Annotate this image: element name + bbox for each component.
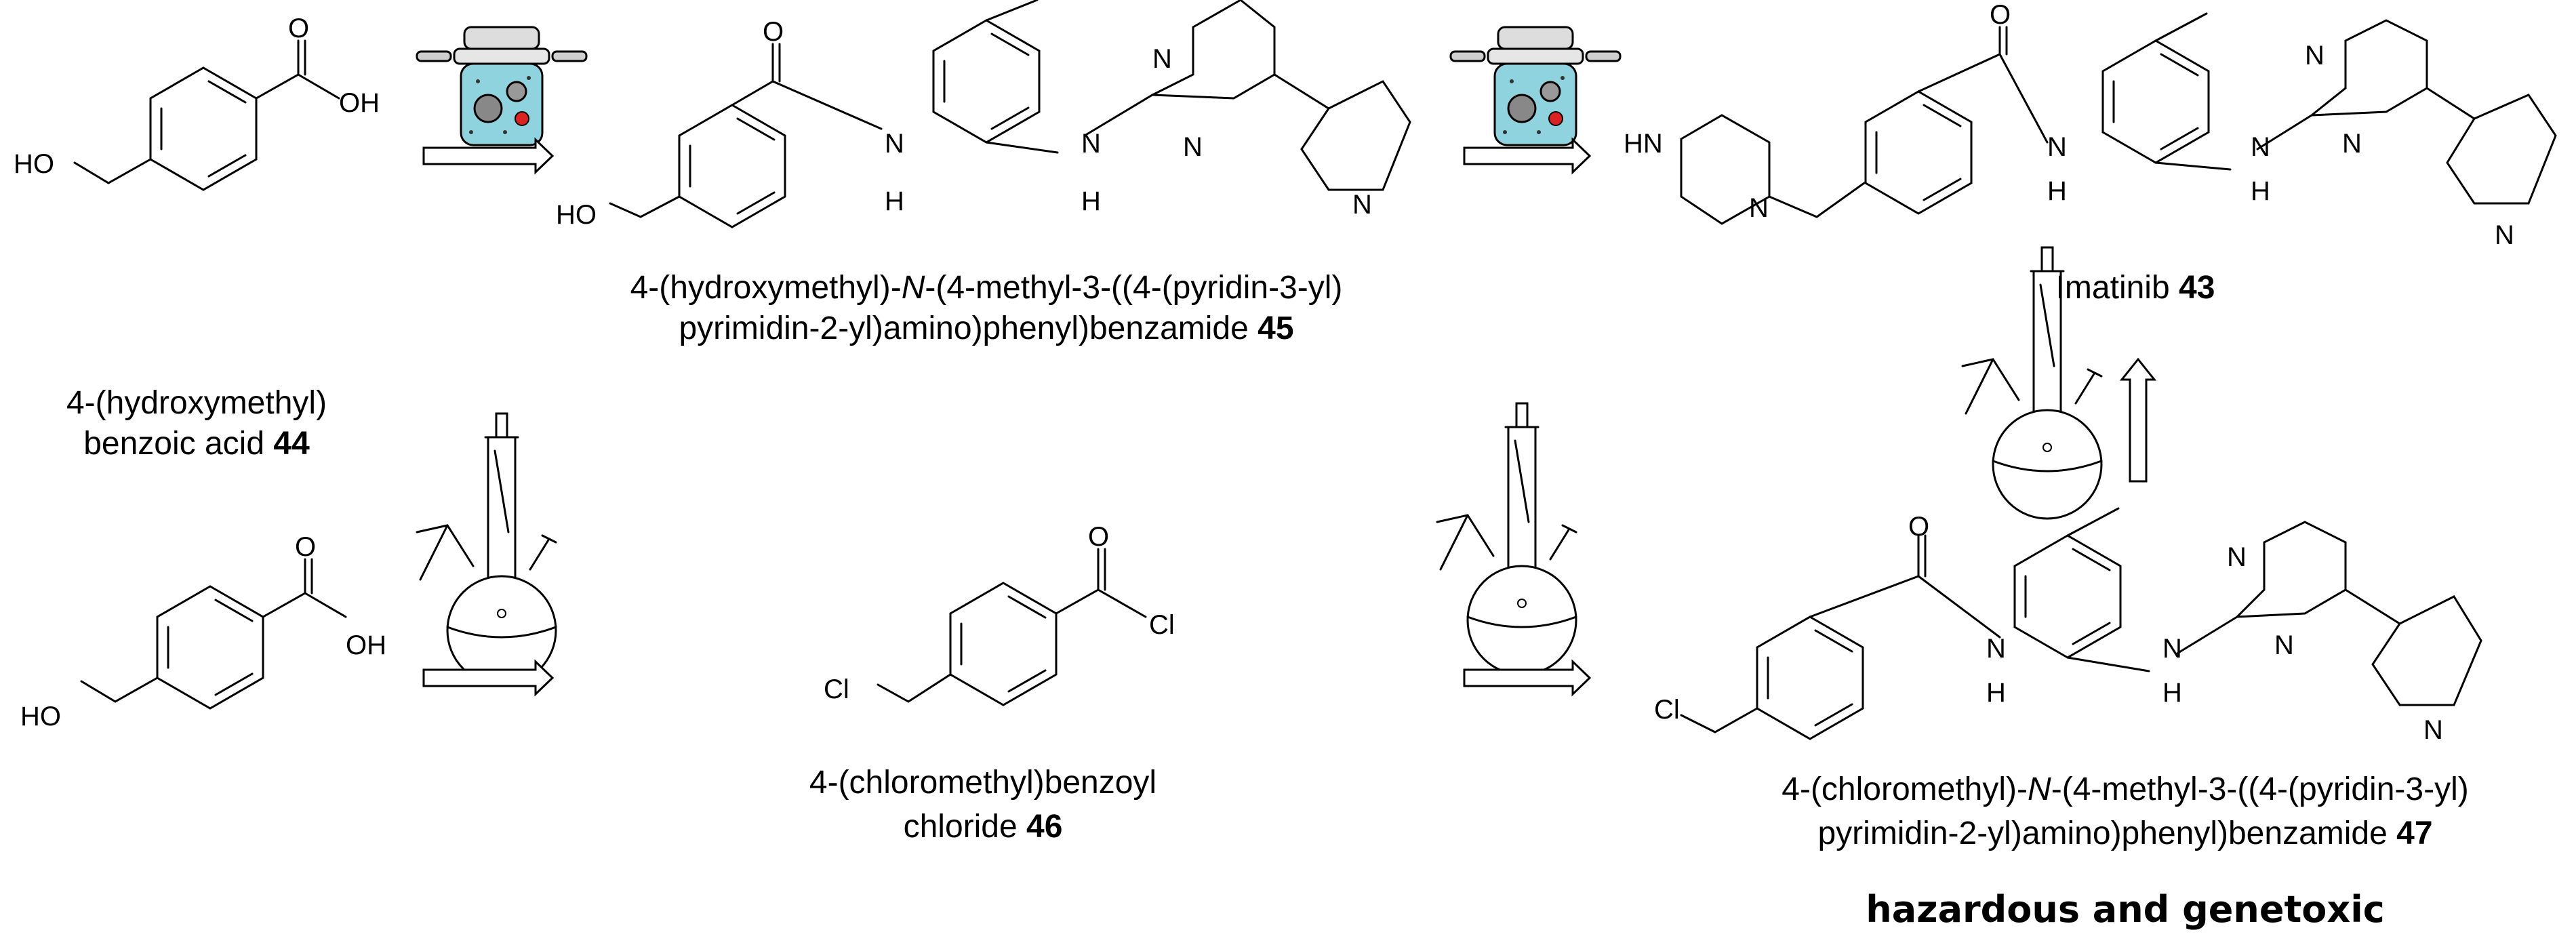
atom-hn: HN bbox=[1624, 129, 1663, 159]
reaction-arrow bbox=[422, 659, 555, 697]
atom-o: O bbox=[763, 17, 784, 47]
reaction-arrow bbox=[1463, 659, 1592, 697]
atom-n: N bbox=[2305, 41, 2325, 70]
compound-45-name-line1: 4-(hydroxymethyl)-N-(4-methyl-3-((4-(pyr… bbox=[630, 270, 1343, 306]
compound-44-name-line2: benzoic acid 44 bbox=[83, 426, 310, 462]
atom-ho: HO bbox=[20, 702, 61, 731]
atom-n: N bbox=[1749, 193, 1769, 223]
atom-oh: OH bbox=[346, 630, 386, 660]
flask-setup-icon bbox=[416, 412, 557, 686]
atom-h: H bbox=[885, 186, 904, 216]
compound-43-name: Imatinib 43 bbox=[2056, 270, 2215, 306]
atom-n: N bbox=[1352, 190, 1372, 220]
structure-46: O Cl Cl bbox=[824, 522, 1175, 706]
atom-n: N bbox=[2251, 132, 2270, 162]
atom-h: H bbox=[2162, 678, 2182, 708]
hazard-note: hazardous and genetoxic bbox=[1866, 888, 2384, 931]
structure-45: O HO N H N H N N N bbox=[556, 0, 1411, 230]
atom-o: O bbox=[1908, 512, 1929, 542]
compound-45-name-line2: pyrimidin-2-yl)amino)phenyl)benzamide 45 bbox=[679, 310, 1293, 346]
atom-h: H bbox=[1986, 678, 2006, 708]
atom-n: N bbox=[1986, 634, 2006, 664]
atom-n: N bbox=[2274, 630, 2294, 660]
atom-n: N bbox=[1081, 129, 1101, 159]
atom-n: N bbox=[2047, 132, 2067, 162]
structure-44-top: O OH HO bbox=[14, 14, 380, 191]
atom-n: N bbox=[1183, 132, 1203, 162]
ball-mill-icon bbox=[416, 26, 588, 146]
compound-46-name-line1: 4-(chloromethyl)benzoyl bbox=[809, 765, 1156, 801]
atom-ho: HO bbox=[556, 200, 597, 230]
atom-oh: OH bbox=[339, 88, 380, 118]
atom-n: N bbox=[2495, 220, 2514, 250]
compound-46-name-line2: chloride 46 bbox=[904, 809, 1063, 845]
atom-h: H bbox=[2047, 176, 2067, 206]
atom-n: N bbox=[2423, 715, 2443, 745]
structure-47: Cl O N H N H N N N bbox=[1654, 507, 2482, 745]
atom-o: O bbox=[288, 14, 309, 43]
atom-n: N bbox=[1152, 44, 1172, 74]
atom-h: H bbox=[1081, 186, 1101, 216]
atom-h: H bbox=[2251, 176, 2270, 206]
structure-43-imatinib: HN N O N H N H N N N bbox=[1624, 0, 2557, 250]
compound-44-name-line1: 4-(hydroxymethyl) bbox=[66, 385, 327, 421]
atom-ho: HO bbox=[14, 149, 54, 179]
atom-o: O bbox=[1990, 0, 2011, 30]
structure-44-bottom: O OH HO bbox=[20, 532, 386, 731]
atom-o: O bbox=[295, 532, 316, 562]
compound-47-name-line1: 4-(chloromethyl)-N-(4-methyl-3-((4-(pyri… bbox=[1782, 771, 2468, 807]
atom-cl: Cl bbox=[1149, 610, 1175, 640]
reaction-arrow bbox=[422, 137, 555, 175]
flask-setup-icon bbox=[1436, 402, 1577, 676]
reaction-arrow-up bbox=[2119, 357, 2157, 483]
reaction-arrow bbox=[1463, 137, 1592, 175]
ball-mill-icon bbox=[1449, 26, 1622, 146]
atom-n: N bbox=[2227, 542, 2247, 572]
atom-o: O bbox=[1088, 522, 1109, 552]
compound-47-name-line2: pyrimidin-2-yl)amino)phenyl)benzamide 47 bbox=[1817, 815, 2432, 851]
atom-cl: Cl bbox=[824, 674, 849, 704]
atom-n: N bbox=[885, 129, 904, 159]
atom-n: N bbox=[2342, 129, 2362, 159]
atom-cl: Cl bbox=[1654, 695, 1680, 725]
atom-n: N bbox=[2162, 634, 2182, 664]
